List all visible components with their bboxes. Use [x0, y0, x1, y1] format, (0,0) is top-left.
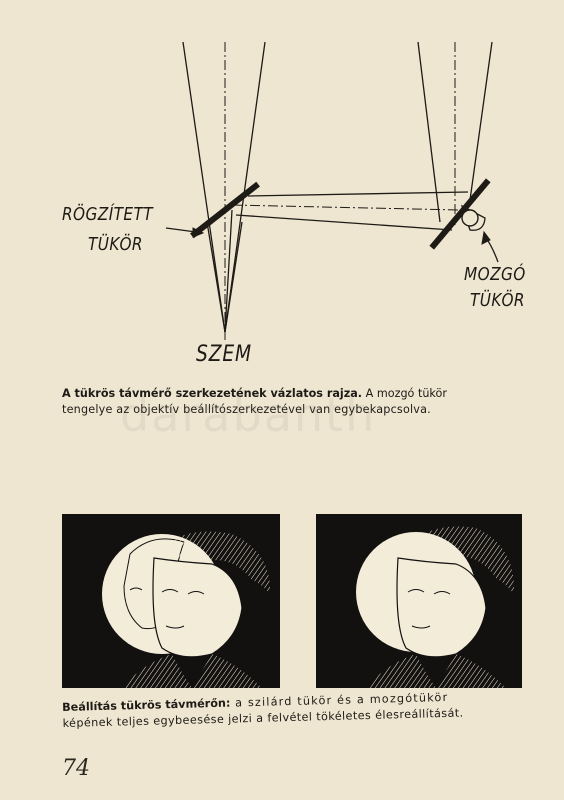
eye-label: SZEM: [196, 342, 253, 367]
fixed-mirror-label-line1: RÖGZÍTETT: [62, 204, 154, 225]
moving-mirror-label-line2: TÜKÖR: [470, 290, 525, 311]
fixed-mirror: [190, 181, 260, 239]
diagram-caption: A tükrös távmérő szerkezetének vázlatos …: [62, 386, 522, 418]
diagram-caption-bold: A tükrös távmérő szerkezetének vázlatos …: [62, 387, 363, 400]
fixed-mirror-arrow: [165, 227, 205, 238]
rangefinder-caption: Beállítás tükrös távmérőn: a szilárd tük…: [62, 688, 523, 732]
fixed-mirror-label-line2: TÜKÖR: [88, 234, 143, 255]
double-image-illustration: [62, 514, 280, 688]
diagram-caption-text2: tengelye az objektív beállítószerkezetév…: [62, 403, 431, 416]
moving-mirror-arrow: [481, 230, 499, 263]
moving-mirror-label-line1: MOZGÓ: [464, 264, 526, 285]
rangefinder-diagram: [165, 41, 499, 340]
moving-mirror: [429, 178, 491, 250]
aligned-image-illustration: [316, 514, 522, 688]
diagram-caption-text1: A mozgó tükör: [362, 387, 447, 400]
page-number: 74: [62, 756, 90, 781]
